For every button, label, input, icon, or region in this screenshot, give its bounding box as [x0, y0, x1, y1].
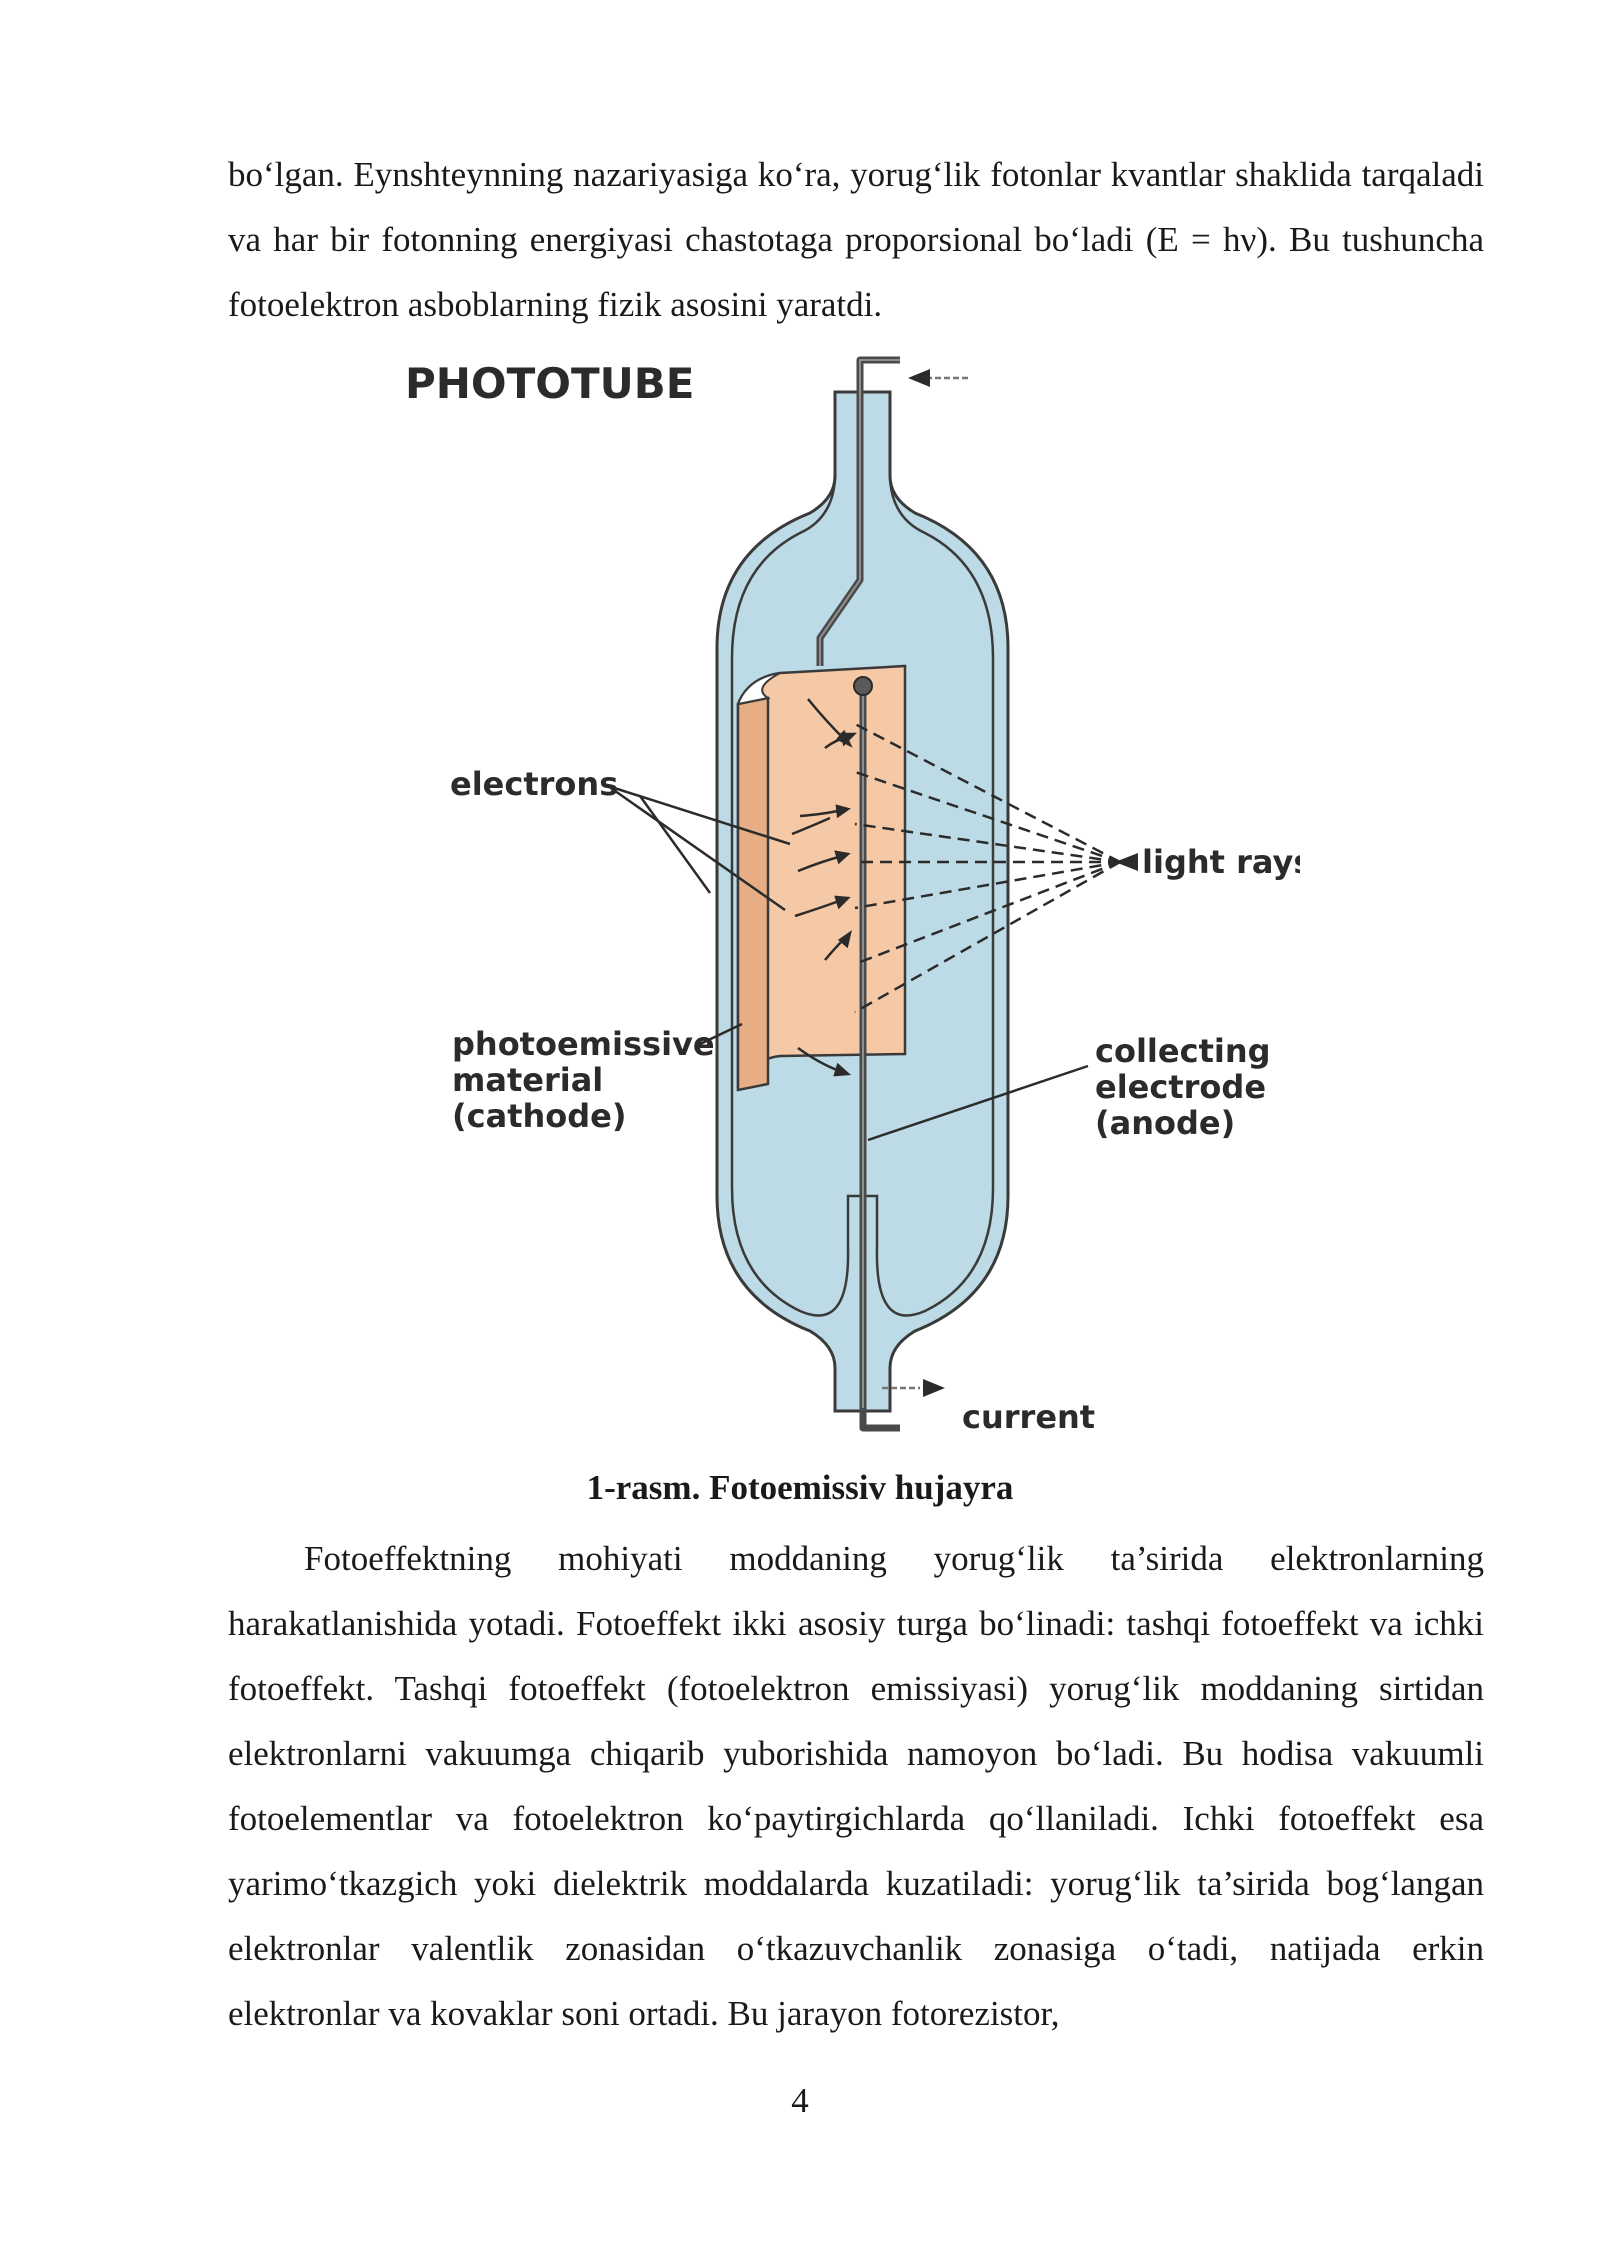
label-cathode: photoemissive material (cathode) [452, 1025, 726, 1135]
phototube-figure: PHOTOTUBE electrons [405, 356, 1300, 1436]
current-arrow-head [923, 1379, 945, 1397]
light-ray-lines [854, 722, 1121, 1014]
label-electrons: electrons [450, 765, 618, 803]
anode-pointer-line [867, 1064, 1089, 1142]
label-light-rays: light rays [1142, 843, 1300, 881]
label-current: current [962, 1398, 1095, 1436]
cathode-pointer-line [697, 1022, 743, 1047]
light-ray-arrow-head [1115, 853, 1138, 871]
label-anode-line-3: (anode) [1095, 1104, 1235, 1142]
top-wire-highlight [819, 359, 900, 666]
top-arrow-head [908, 369, 930, 387]
bottom-wire [859, 1408, 900, 1432]
label-anode: collecting electrode (anode) [1095, 1032, 1282, 1142]
label-anode-line-1: collecting [1095, 1032, 1271, 1070]
label-cathode-line-1: photoemissive [452, 1025, 715, 1063]
figure-caption: 1-rasm. Fotoemissiv hujayra [586, 1468, 1014, 1507]
electron-arrows [791, 698, 858, 1077]
label-cathode-line-3: (cathode) [452, 1097, 626, 1135]
cathode-top-curl [736, 672, 781, 706]
label-cathode-line-2: material [452, 1061, 603, 1099]
label-anode-line-2: electrode [1095, 1068, 1266, 1106]
paragraph-body: Fotoeffektning mohiyati moddaning yorug‘… [228, 1539, 1484, 2033]
figure-title: PHOTOTUBE [405, 359, 694, 408]
anode-tip [853, 676, 873, 696]
paragraph-intro: bo‘lgan. Eynshteynning nazariyasiga ko‘r… [228, 155, 1484, 324]
page-number: 4 [791, 2081, 809, 2120]
electrons-pointer-lines [607, 784, 791, 912]
